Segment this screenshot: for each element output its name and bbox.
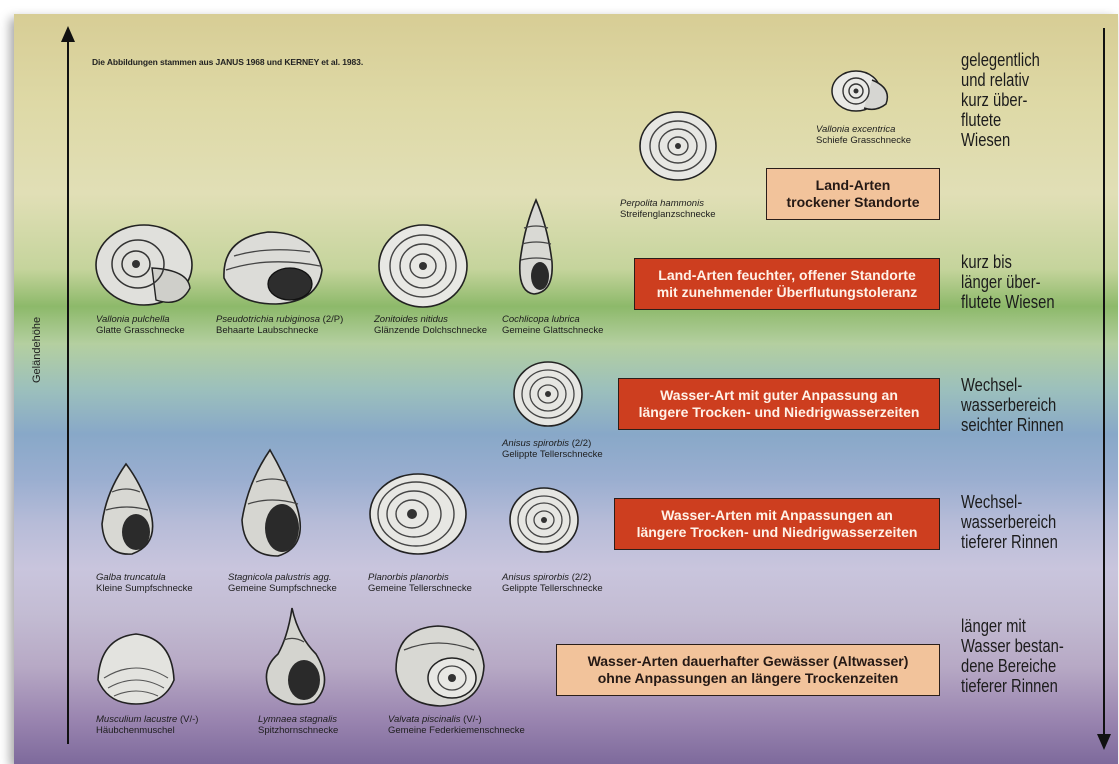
scientific-name: Anisus spirorbis xyxy=(502,572,569,583)
vallonia-excentrica-illustration xyxy=(826,66,894,116)
caption-galba: Galba truncatula Kleine Sumpfschnecke xyxy=(96,572,193,594)
scientific-name: Musculium lacustre xyxy=(96,714,177,725)
caption-anisus-shallow: Anisus spirorbis (2/2) Gelippte Tellersc… xyxy=(502,438,603,460)
threat-status: (2/2) xyxy=(569,572,591,583)
scientific-name: Zonitoides nitidus xyxy=(374,314,487,325)
common-name: Gelippte Tellerschnecke xyxy=(502,583,603,594)
caption-vallonia-pulchella: Vallonia pulchella Glatte Grasschnecke xyxy=(96,314,185,336)
caption-vallonia-excentrica: Vallonia excentrica Schiefe Grasschnecke xyxy=(816,124,911,146)
box-line: trockener Standorte xyxy=(786,194,919,211)
scientific-name: Pseudotrichia rubiginosa xyxy=(216,314,320,325)
common-name: Gemeine Glattschnecke xyxy=(502,325,603,336)
threat-status: (V/-) xyxy=(461,714,482,725)
galba-illustration xyxy=(96,462,162,558)
common-name: Glänzende Dolchschnecke xyxy=(374,325,487,336)
common-name: Glatte Grasschnecke xyxy=(96,325,185,336)
vallonia-pulchella-illustration xyxy=(92,220,202,310)
box-line: ohne Anpassungen an längere Trockenzeite… xyxy=(598,670,899,687)
anisus-spirorbis-illustration xyxy=(510,358,586,430)
scientific-name: Cochlicopa lubrica xyxy=(502,314,603,325)
caption-valvata: Valvata piscinalis (V/-) Gemeine Federki… xyxy=(388,714,525,736)
common-name: Behaarte Laubschnecke xyxy=(216,325,343,336)
scientific-name: Vallonia pulchella xyxy=(96,314,185,325)
valvata-illustration xyxy=(390,620,490,710)
box-line: mit zunehmender Überflutungstoleranz xyxy=(657,284,918,301)
scientific-name: Perpolita hammonis xyxy=(620,198,716,209)
threat-status: (2/2) xyxy=(569,438,591,449)
zone-label-short-long: kurz bis länger über- flutete Wiesen xyxy=(961,252,1055,312)
perpolita-hammonis-illustration xyxy=(636,108,726,186)
scientific-name: Vallonia excentrica xyxy=(816,124,911,135)
box-line: Land-Arten xyxy=(816,177,891,194)
common-name: Kleine Sumpfschnecke xyxy=(96,583,193,594)
zonitoides-illustration xyxy=(376,222,470,310)
scientific-name: Anisus spirorbis xyxy=(502,438,569,449)
box-water-permanent: Wasser-Arten dauerhafter Gewässer (Altwa… xyxy=(556,644,940,696)
box-water-deep: Wasser-Arten mit Anpassungen an längere … xyxy=(614,498,940,550)
box-land-moist: Land-Arten feuchter, offener Standorte m… xyxy=(634,258,940,310)
box-land-dry: Land-Arten trockener Standorte xyxy=(766,168,940,220)
common-name: Streifenglanzschnecke xyxy=(620,209,716,220)
caption-stagnicola: Stagnicola palustris agg. Gemeine Sumpfs… xyxy=(228,572,337,594)
duration-arrow-down xyxy=(1094,28,1114,754)
scientific-name: Valvata piscinalis xyxy=(388,714,461,725)
caption-planorbis: Planorbis planorbis Gemeine Tellerschnec… xyxy=(368,572,472,594)
lymnaea-illustration xyxy=(258,606,334,710)
common-name: Gemeine Sumpfschnecke xyxy=(228,583,337,594)
caption-cochlicopa: Cochlicopa lubrica Gemeine Glattschnecke xyxy=(502,314,603,336)
zone-label-occasional: gelegentlich und relativ kurz über- flut… xyxy=(961,50,1040,150)
pseudotrichia-illustration xyxy=(218,226,326,308)
box-line: Wasser-Arten dauerhafter Gewässer (Altwa… xyxy=(588,653,909,670)
common-name: Schiefe Grasschnecke xyxy=(816,135,911,146)
threat-status: (V/-) xyxy=(177,714,198,725)
common-name: Häubchenmuschel xyxy=(96,725,198,736)
cochlicopa-illustration xyxy=(514,198,558,298)
box-line: Wasser-Arten mit Anpassungen an xyxy=(661,507,893,524)
scientific-name: Stagnicola palustris agg. xyxy=(228,572,337,583)
axis-label: Geländehöhe xyxy=(31,317,43,383)
caption-lymnaea: Lymnaea stagnalis Spitzhornschnecke xyxy=(258,714,338,736)
planorbis-illustration xyxy=(366,470,470,558)
caption-perpolita: Perpolita hammonis Streifenglanzschnecke xyxy=(620,198,716,220)
stagnicola-illustration xyxy=(236,448,312,560)
elevation-arrow-up xyxy=(58,26,78,748)
zone-label-permanent-water: länger mit Wasser bestan- dene Bereiche … xyxy=(961,616,1064,696)
common-name: Gemeine Federkiemenschnecke xyxy=(388,725,525,736)
anisus-spirorbis-illustration xyxy=(506,484,582,556)
box-line: längere Trocken- und Niedrigwasserzeiten xyxy=(637,524,918,541)
caption-pseudotrichia: Pseudotrichia rubiginosa (2/P) Behaarte … xyxy=(216,314,343,336)
box-water-shallow: Wasser-Art mit guter Anpassung an länger… xyxy=(618,378,940,430)
box-line: Land-Arten feuchter, offener Standorte xyxy=(658,267,915,284)
scientific-name: Galba truncatula xyxy=(96,572,193,583)
caption-musculium: Musculium lacustre (V/-) Häubchenmuschel xyxy=(96,714,198,736)
box-line: Wasser-Art mit guter Anpassung an xyxy=(660,387,898,404)
threat-status: (2/P) xyxy=(320,314,343,325)
source-note: Die Abbildungen stammen aus JANUS 1968 u… xyxy=(92,57,363,67)
scientific-name: Planorbis planorbis xyxy=(368,572,472,583)
common-name: Gemeine Tellerschnecke xyxy=(368,583,472,594)
scientific-name: Lymnaea stagnalis xyxy=(258,714,338,725)
common-name: Spitzhornschnecke xyxy=(258,725,338,736)
zone-label-shallow-channels: Wechsel- wasserbereich seichter Rinnen xyxy=(961,375,1064,435)
box-line: längere Trocken- und Niedrigwasserzeiten xyxy=(639,404,920,421)
caption-zonitoides: Zonitoides nitidus Glänzende Dolchschnec… xyxy=(374,314,487,336)
caption-anisus-deep: Anisus spirorbis (2/2) Gelippte Tellersc… xyxy=(502,572,603,594)
common-name: Gelippte Tellerschnecke xyxy=(502,449,603,460)
zone-label-deep-channels: Wechsel- wasserbereich tieferer Rinnen xyxy=(961,492,1058,552)
musculium-illustration xyxy=(94,628,178,708)
